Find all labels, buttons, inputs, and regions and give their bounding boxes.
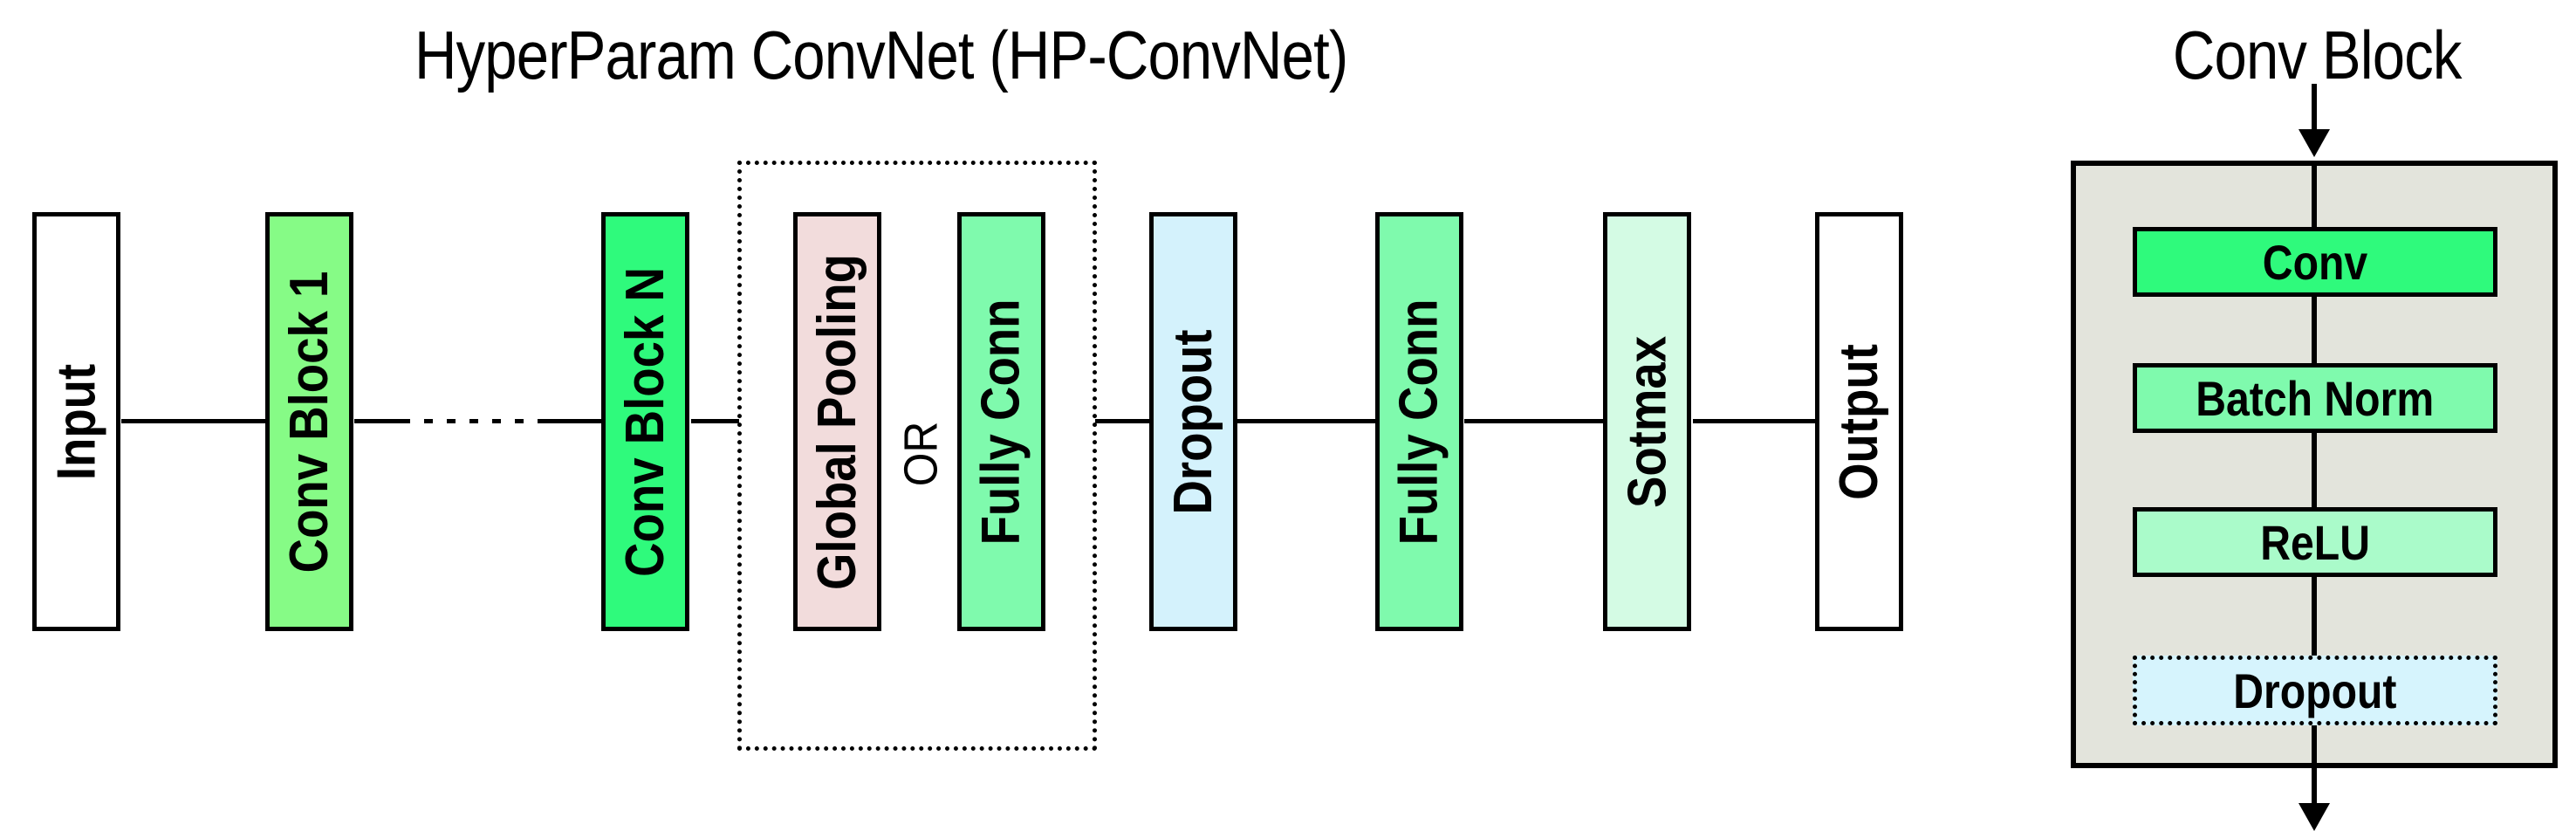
connector-line xyxy=(543,419,601,423)
conv-block-panel-title: Conv Block xyxy=(2112,16,2522,95)
diagram-title-text: HyperParam ConvNet (HP-ConvNet) xyxy=(414,17,1348,93)
pipeline-box-label: Dropout xyxy=(1163,328,1224,515)
conv-block-step-conv: Conv xyxy=(2133,227,2497,297)
pipeline-box-label: Sotmax xyxy=(1617,335,1677,508)
pipeline-box-fully-conn-2: Fully Conn xyxy=(1375,212,1463,631)
conv-block-step-dropout: Dropout xyxy=(2133,656,2497,725)
or-label: OR xyxy=(894,421,947,487)
or-choice-group-border xyxy=(737,161,1097,751)
pipeline-box-label: Conv Block N xyxy=(615,266,675,577)
pipeline-box-conv-block-n: Conv Block N xyxy=(601,212,689,631)
connector-dotted-line xyxy=(401,419,543,423)
pipeline-box-label: Output xyxy=(1829,343,1890,500)
pipeline-box-global-pooling: Global Pooling xyxy=(793,212,881,631)
connector-line xyxy=(691,419,739,423)
pipeline-box-label: Conv Block 1 xyxy=(279,271,339,573)
connector-line xyxy=(121,419,265,423)
connector-line xyxy=(1237,419,1375,423)
connector-line xyxy=(354,419,401,423)
connector-line xyxy=(1095,419,1149,423)
conv-block-panel-title-text: Conv Block xyxy=(2172,17,2463,93)
diagram-title: HyperParam ConvNet (HP-ConvNet) xyxy=(288,16,1475,95)
pipeline-box-conv-block-1: Conv Block 1 xyxy=(265,212,353,631)
pipeline-box-sotmax: Sotmax xyxy=(1603,212,1691,631)
connector-line xyxy=(1693,419,1815,423)
arrow-down-icon xyxy=(2299,803,2330,831)
pipeline-box-fully-conn-1: Fully Conn xyxy=(957,212,1045,631)
conv-block-step-batch-norm: Batch Norm xyxy=(2133,363,2497,433)
conv-block-step-label: Dropout xyxy=(2233,663,2397,718)
arrow-down-line xyxy=(2312,768,2317,808)
pipeline-box-label: Input xyxy=(46,363,106,480)
flow-line xyxy=(2312,161,2317,768)
conv-block-step-label: Conv xyxy=(2262,234,2368,290)
conv-block-step-label: ReLU xyxy=(2260,514,2370,570)
pipeline-box-label: Fully Conn xyxy=(1389,299,1450,545)
arrow-down-icon xyxy=(2299,129,2330,157)
conv-block-step-relu: ReLU xyxy=(2133,507,2497,577)
pipeline-box-label: Global Pooling xyxy=(807,253,868,590)
pipeline-box-dropout: Dropout xyxy=(1149,212,1237,631)
pipeline-box-output: Output xyxy=(1815,212,1903,631)
pipeline-box-label: Fully Conn xyxy=(971,299,1032,545)
connector-line xyxy=(1464,419,1603,423)
pipeline-box-input: Input xyxy=(32,212,120,631)
conv-block-step-label: Batch Norm xyxy=(2196,370,2435,426)
arrow-down-line xyxy=(2312,84,2317,133)
